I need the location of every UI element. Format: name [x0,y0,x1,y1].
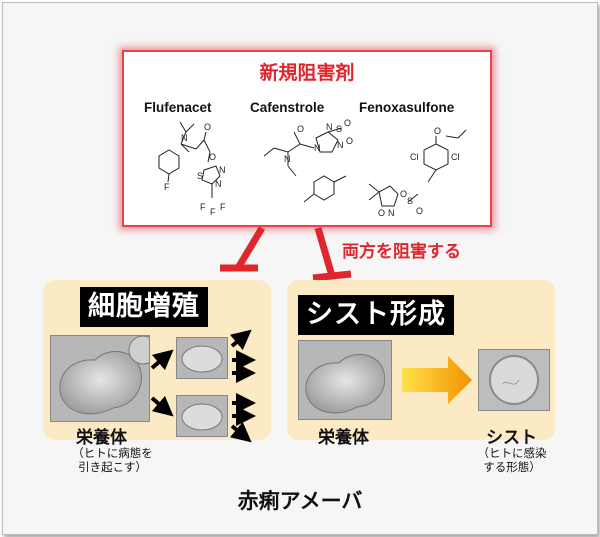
svg-text:N: N [388,208,395,218]
trophozoite-note-left-line1: （ヒトに病態を [72,446,153,460]
svg-text:S: S [336,124,342,134]
inhibitor-box: 新規阻害剤 Flufenacet Cafenstrole Fenoxasulfo… [122,50,492,227]
trophozoite-image-left [50,335,150,422]
inhibits-both-label: 両方を阻害する [342,242,461,262]
fenoxasulfone-structure: O Cl Cl O N S O O [368,126,467,218]
cyst-image [478,349,550,411]
cell-proliferation-title: 細胞増殖 [80,287,208,327]
flufenacet-structure: N O O S N N F F F F [158,121,226,217]
svg-text:S: S [197,171,203,181]
dividing-cell-image-bottom [176,395,228,437]
compound-cafenstrole-label: Cafenstrole [250,100,325,115]
svg-text:O: O [344,118,351,128]
compound-fenoxasulfone-label: Fenoxasulfone [359,100,455,115]
svg-text:Cl: Cl [410,152,419,162]
svg-text:S: S [407,196,413,206]
svg-text:F: F [210,207,216,217]
svg-text:Cl: Cl [451,152,460,162]
svg-text:O: O [416,206,423,216]
svg-text:O: O [209,152,216,162]
organism-label: 赤痢アメーバ [237,489,363,513]
trophozoite-image-right [298,340,392,420]
trophozoite-label-right: 栄養体 [318,428,369,448]
cyst-note-line2: する形態） [483,460,541,474]
svg-text:F: F [164,182,170,192]
svg-text:N: N [284,154,291,164]
trophozoite-label-left: 栄養体 [76,428,127,448]
cyst-note-line1: （ヒトに感染 [477,446,547,460]
cyst-label: シスト [486,428,537,448]
cyst-formation-title: シスト形成 [298,295,454,335]
svg-text:O: O [378,208,385,218]
svg-text:F: F [220,202,226,212]
inhibitor-title: 新規阻害剤 [259,62,355,84]
svg-text:N: N [326,122,333,132]
cafenstrole-structure: O N N N N S O O [263,118,353,203]
svg-text:O: O [434,126,441,136]
dividing-cell-image-top [176,337,228,379]
compound-flufenacet-label: Flufenacet [144,100,212,115]
svg-text:N: N [219,165,226,175]
svg-text:N: N [215,179,222,189]
svg-text:O: O [400,189,407,199]
svg-text:N: N [314,143,321,153]
svg-text:F: F [200,202,206,212]
svg-text:N: N [337,140,344,150]
svg-text:O: O [346,136,353,146]
svg-text:N: N [181,133,188,143]
svg-text:O: O [297,124,304,134]
trophozoite-note-left-line2: 引き起こす） [78,460,147,474]
svg-text:O: O [204,122,211,132]
cyst-note: （ヒトに感染 する形態） [462,446,562,474]
trophozoite-note-left: （ヒトに病態を 引き起こす） [55,446,170,474]
